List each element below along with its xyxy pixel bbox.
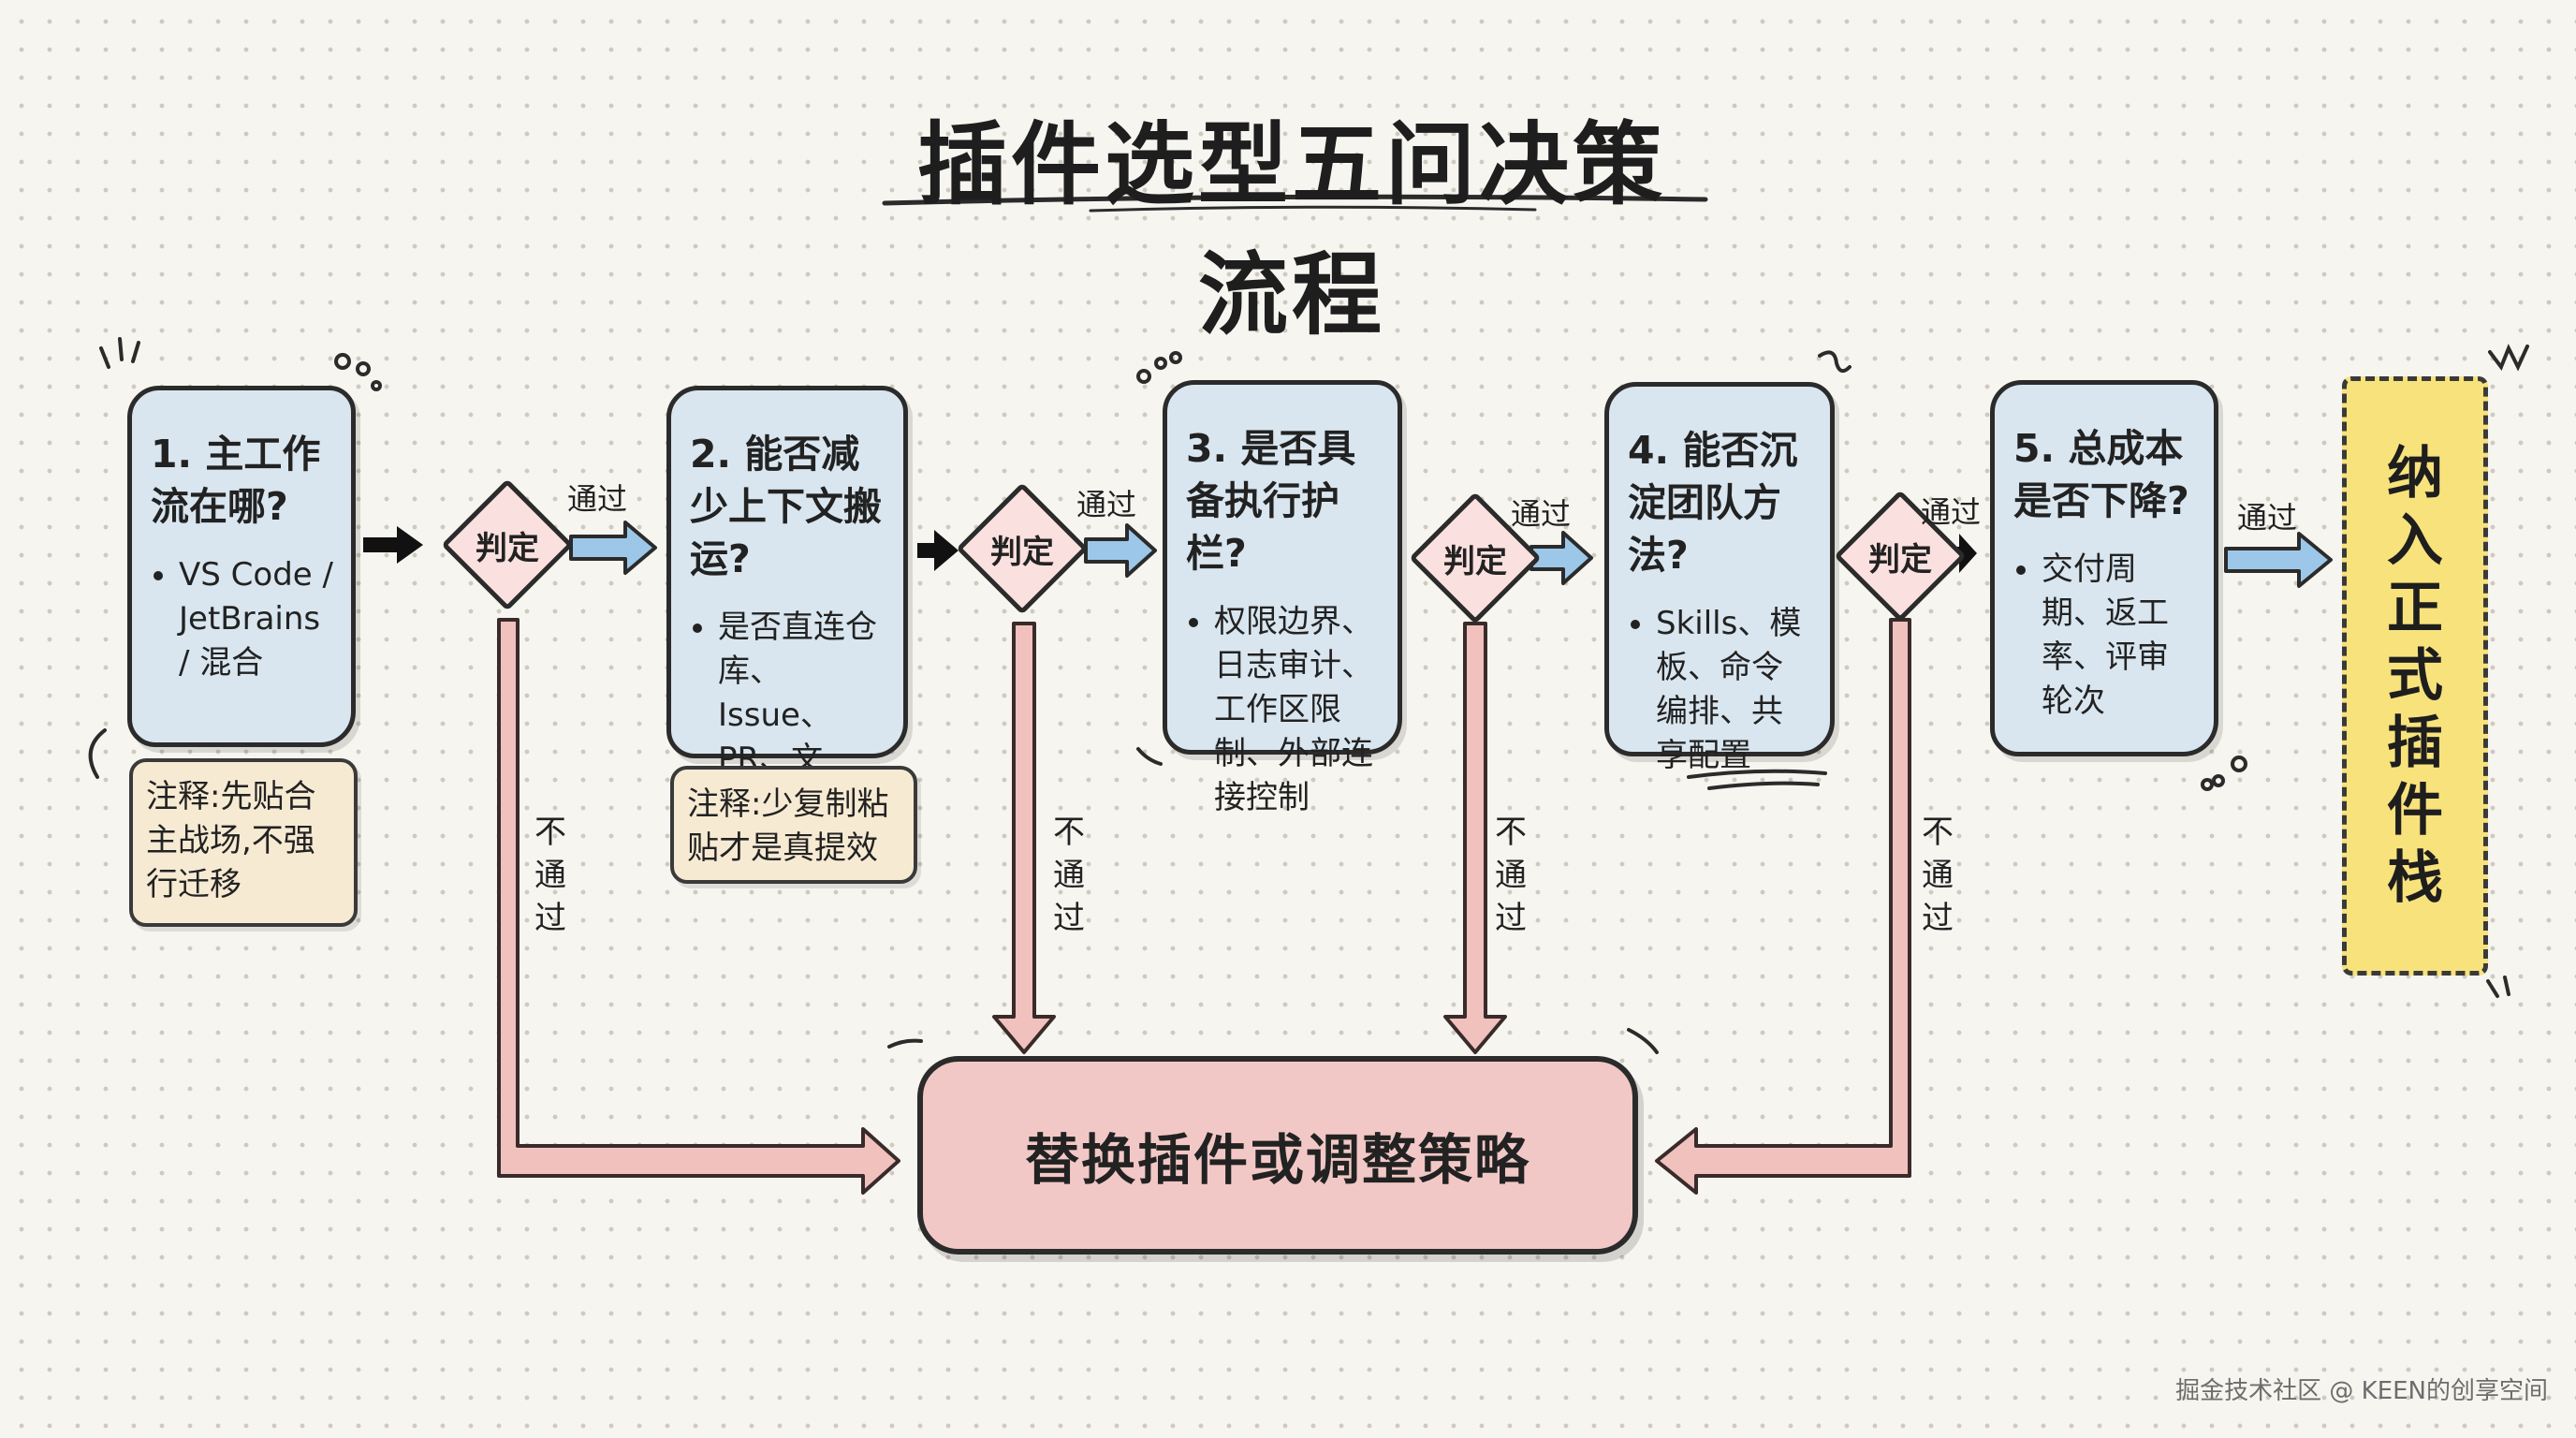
fail-arrow <box>1655 618 1911 1195</box>
decision-3-label: 判定 <box>1443 542 1507 580</box>
note-main-battlefield: 注释:先贴合主战场,不强行迁移 <box>129 758 358 927</box>
fail-arrow <box>497 618 900 1195</box>
pass-label-1: 通过 <box>567 481 628 517</box>
step-2-box: 2. 能否减少上下文搬运? 是否直连仓库、Issue、PR、文档、终端 <box>666 386 908 822</box>
fail-label-3: 不通过 <box>1495 814 1527 937</box>
step-5-list: 交付周期、返工率、评审轮次 <box>2013 548 2197 724</box>
step-1-box: 1. 主工作流在哪? VS Code / JetBrains / 混合 <box>127 386 356 747</box>
watermark: 掘金技术社区 @ KEEN的创享空间 <box>2175 1377 2548 1405</box>
decision-4: 判定 <box>1848 504 1953 609</box>
pass-label-4: 通过 <box>1921 494 1982 530</box>
pass-arrow <box>1084 523 1157 578</box>
step-3-list: 权限边界、日志审计、工作区限制、外部连接控制 <box>1186 600 1381 820</box>
final-result-label: 纳入正式插件栈 <box>2387 441 2443 911</box>
black-arrow <box>917 530 959 571</box>
title-underline <box>882 194 1708 206</box>
decision-2-label: 判定 <box>990 533 1054 571</box>
fail-label-4: 不通过 <box>1922 814 1954 937</box>
step-1-title: 1. 主工作流在哪? <box>151 432 321 529</box>
step-5-item: 交付周期、返工率、评审轮次 <box>2042 548 2197 724</box>
fail-arrow <box>992 622 1056 1054</box>
decision-2: 判定 <box>970 496 1075 601</box>
note-less-copy-paste: 注释:少复制粘贴才是真提效 <box>670 766 917 884</box>
fail-arrow <box>1443 622 1507 1054</box>
page-title: 插件选型五问决策流程 <box>917 111 1666 347</box>
fail-label-2: 不通过 <box>1053 814 1085 937</box>
step-3-box: 3. 是否具备执行护栏? 权限边界、日志审计、工作区限制、外部连接控制 <box>1163 380 1402 816</box>
step-4-list: Skills、模板、命令编排、共享配置 <box>1628 602 1813 778</box>
decision-4-label: 判定 <box>1868 540 1932 579</box>
pass-label-2: 通过 <box>1076 487 1137 522</box>
step-1-list: VS Code / JetBrains / 混合 <box>151 553 334 685</box>
decision-1: 判定 <box>455 492 560 597</box>
step-5-box: 5. 总成本是否下降? 交付周期、返工率、评审轮次 <box>1990 380 2218 756</box>
fail-label-1: 不通过 <box>534 814 566 937</box>
step-4-title: 4. 能否沉淀团队方法? <box>1628 428 1798 578</box>
step-4-box: 4. 能否沉淀团队方法? Skills、模板、命令编排、共享配置 <box>1604 382 1835 774</box>
step-2-title: 2. 能否减少上下文搬运? <box>690 432 882 581</box>
fail-result-box: 替换插件或调整策略 <box>917 1056 1638 1255</box>
pass-arrow <box>1530 531 1593 585</box>
doodle-marks <box>88 337 2529 1054</box>
step-5-title: 5. 总成本是否下降? <box>2013 426 2189 523</box>
step-1-item: VS Code / JetBrains / 混合 <box>179 553 334 685</box>
final-result-banner: 纳入正式插件栈 <box>2342 376 2488 976</box>
pass-label-5: 通过 <box>2237 500 2298 536</box>
pass-arrow <box>569 521 657 575</box>
step-4-item: Skills、模板、命令编排、共享配置 <box>1656 602 1813 778</box>
step-3-item: 权限边界、日志审计、工作区限制、外部连接控制 <box>1214 600 1381 820</box>
pass-label-3: 通过 <box>1511 496 1572 532</box>
step-3-title: 3. 是否具备执行护栏? <box>1186 426 1356 576</box>
pass-arrow <box>2224 532 2333 588</box>
decision-3: 判定 <box>1423 506 1528 610</box>
black-arrow <box>363 526 423 564</box>
decision-1-label: 判定 <box>476 529 539 567</box>
